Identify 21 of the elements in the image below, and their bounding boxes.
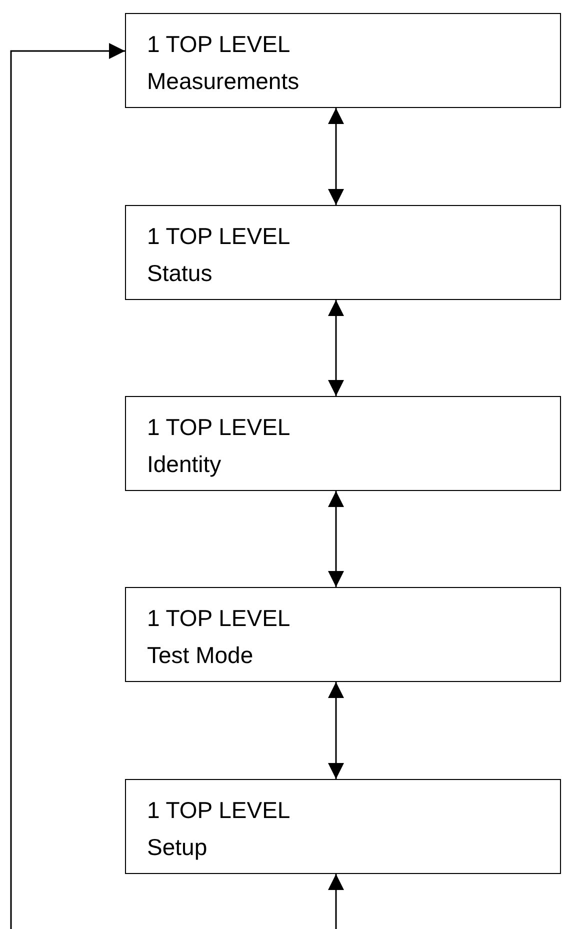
level-heading: 1 TOP LEVEL (147, 413, 290, 442)
arrow (328, 300, 344, 396)
level-heading: 1 TOP LEVEL (147, 30, 290, 59)
menu-box (125, 13, 561, 108)
arrow (328, 108, 344, 205)
menu-item-label: Status (147, 259, 212, 288)
menu-box (125, 396, 561, 491)
level-heading: 1 TOP LEVEL (147, 604, 290, 633)
menu-box (125, 205, 561, 300)
arrow (328, 682, 344, 779)
menu-item-label: Test Mode (147, 641, 254, 670)
menu-item-label: Identity (147, 450, 222, 479)
arrow (10, 43, 125, 929)
menu-item-label: Setup (147, 833, 208, 862)
menu-box (125, 779, 561, 874)
level-heading: 1 TOP LEVEL (147, 222, 290, 251)
menu-box (125, 587, 561, 682)
arrow (328, 491, 344, 587)
level-heading: 1 TOP LEVEL (147, 796, 290, 825)
menu-item-label: Measurements (147, 67, 300, 96)
arrow (328, 874, 344, 929)
